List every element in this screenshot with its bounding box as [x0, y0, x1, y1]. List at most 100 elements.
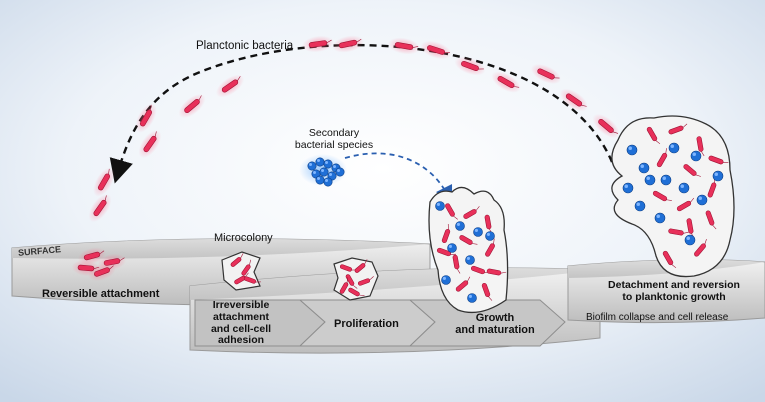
microcolony-bacterium [230, 253, 244, 267]
biofilm-bacterium [436, 247, 456, 257]
planktonic-bacteria [88, 35, 620, 223]
proliferating-bacterium [357, 276, 374, 286]
detaching-coccus [626, 144, 638, 156]
secondary-species-cell [319, 167, 329, 177]
planktonic-bacterium [301, 35, 335, 53]
stage-proliferation: Proliferation [334, 318, 399, 330]
secondary-species-cell [315, 175, 325, 185]
biofilm-bacterium [463, 206, 480, 219]
stage5-line2: to planktonic growth [622, 290, 726, 303]
detaching-coccus [696, 194, 708, 206]
detaching-bacterium [646, 126, 661, 145]
detaching-bacterium [683, 164, 701, 177]
stage-detachment: Detachment and reversion to planktonic g… [594, 279, 754, 304]
attached-bacterium [71, 259, 101, 277]
detaching-biofilm [611, 115, 735, 278]
proliferating-bacterium [354, 259, 368, 273]
detaching-bacterium [705, 210, 717, 230]
detaching-bacterium [668, 228, 689, 236]
planktonic-bacterium [88, 193, 112, 223]
planktonic-bacterium [215, 74, 245, 98]
secondary-species-label-line1: Secondary [308, 127, 360, 139]
secondary-species-label-line2: bacterial species [294, 138, 374, 151]
biofilm-coccus [485, 231, 495, 241]
detaching-coccus [712, 170, 724, 182]
detaching-coccus [660, 174, 672, 186]
planktonic-bacterium [387, 37, 421, 55]
biofilm-bacterium [486, 268, 507, 276]
secondary-species-label: Secondary bacterial species [284, 127, 384, 152]
biofilm-coccus [435, 201, 445, 211]
secondary-species-cell [307, 161, 317, 171]
planktonic-bacterium [93, 167, 115, 197]
microcolony-label: Microcolony [214, 232, 273, 244]
proliferation-colony [333, 257, 379, 301]
biofilm-bacterium [455, 276, 471, 292]
biofilm-bacterium [452, 254, 461, 274]
biofilm-bacterium [441, 224, 451, 244]
secondary-species-cell [315, 157, 325, 167]
planktonic-bacterium [491, 71, 521, 93]
biofilm-bacterium [459, 235, 478, 245]
stage2-line3: and cell-cell [210, 322, 272, 335]
planktonic-bacterium [178, 93, 206, 119]
planktonic-bacterium [138, 129, 162, 159]
biofilm-coccus [441, 275, 451, 285]
detaching-bacterium [676, 197, 695, 212]
detaching-coccus [678, 182, 690, 194]
secondary-species-cluster [299, 154, 347, 187]
microcolony-bacterium [241, 259, 251, 276]
detaching-bacterium [696, 136, 705, 157]
secondary-species-cell [335, 167, 345, 177]
detaching-bacterium [708, 155, 729, 165]
proliferating-bacterium [345, 274, 358, 289]
biofilm-bacterium [485, 238, 495, 257]
secondary-species-cell [323, 159, 333, 169]
attached-bacteria [71, 247, 127, 281]
detaching-coccus [634, 200, 646, 212]
planktonic-bacterium [420, 40, 452, 60]
detaching-bacterium [652, 190, 672, 202]
biofilm-bacterium [445, 203, 458, 220]
planktonic-bacterium [559, 88, 589, 112]
planktonic-bacterium [592, 113, 620, 139]
stage-irreversible-attachment: Irreversible attachment and cell-cell ad… [196, 299, 286, 347]
microcolony [221, 251, 262, 291]
detaching-coccus [638, 162, 650, 174]
stage4-line2: and maturation [455, 324, 535, 337]
biofilm-coccus [465, 255, 475, 265]
stage4-line1: Growth [475, 312, 515, 324]
detaching-bacterium [662, 250, 677, 269]
biofilm-coccus [473, 227, 483, 237]
planktonic-bacterium [454, 56, 486, 76]
stage5-line1: Detachment and reversion [608, 279, 740, 291]
planktonic-bacteria-label: Planctonic bacteria [196, 40, 294, 52]
biofilm-coccus [467, 293, 477, 303]
detaching-coccus [654, 212, 666, 224]
stage2-line4: adhesion [217, 334, 265, 347]
detaching-bacterium [694, 239, 707, 257]
stage2-line2: attachment [212, 310, 269, 323]
biofilm-bacterium [484, 214, 493, 234]
planktonic-bacterium [332, 35, 364, 53]
detaching-coccus [644, 174, 656, 186]
detaching-bacterium [668, 123, 688, 135]
detaching-coccus [690, 150, 702, 162]
microcolony-bacterium [243, 276, 262, 284]
biofilm-collapse-label: Biofilm collapse and cell release [586, 312, 729, 323]
stage2-line1: Irreversible [212, 299, 270, 311]
biofilm-coccus [447, 243, 457, 253]
planktonic-bacterium [530, 64, 562, 84]
biofilm-bacterium [481, 282, 493, 301]
detaching-coccus [684, 234, 696, 246]
proliferating-bacterium [348, 287, 365, 297]
stage-reversible-attachment: Reversible attachment [42, 288, 160, 300]
proliferating-bacterium [339, 277, 349, 294]
detaching-coccus [622, 182, 634, 194]
mature-biofilm [428, 186, 509, 314]
biofilm-coccus [455, 221, 465, 231]
detaching-bacterium [656, 148, 668, 168]
stage-growth-maturation: Growth and maturation [450, 312, 540, 337]
